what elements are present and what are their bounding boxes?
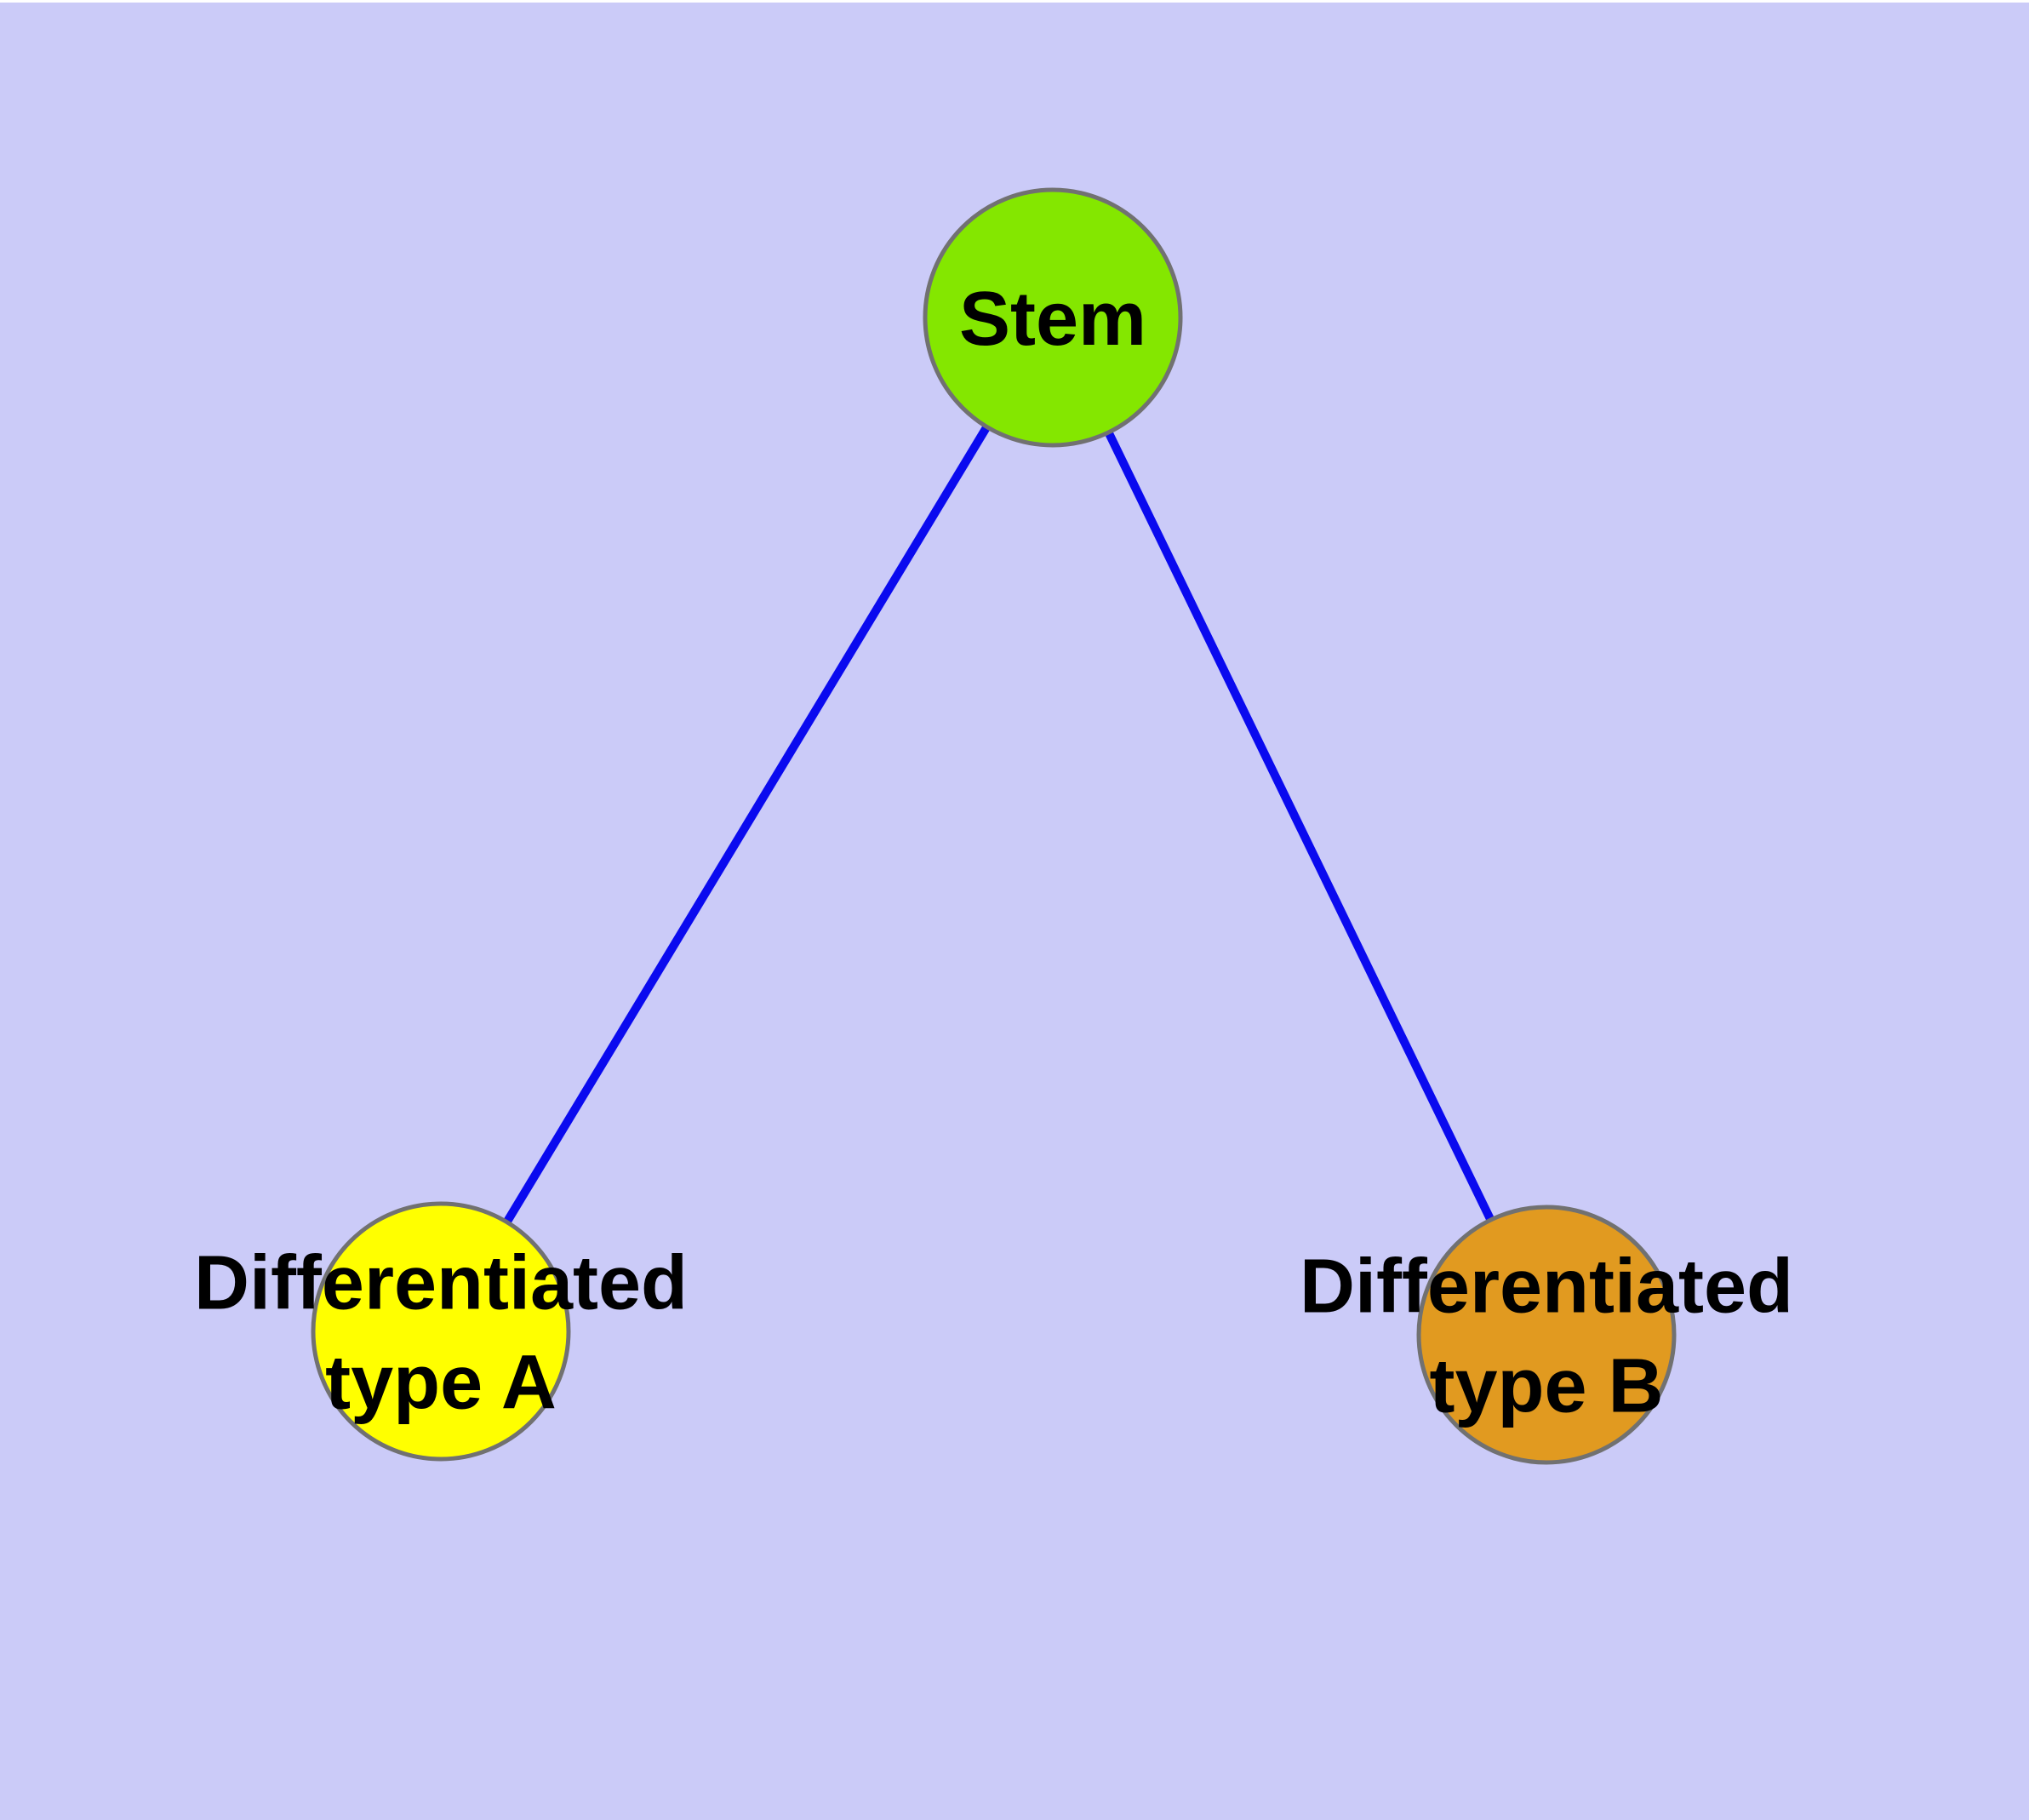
node-diff-a-label: Differentiated type A	[194, 1241, 688, 1426]
node-diff-b-label: Differentiated type B	[1300, 1245, 1793, 1429]
node-stem: Stem	[923, 187, 1183, 448]
top-white-strip	[0, 0, 2029, 3]
node-diff-a-label-line-1: Differentiated	[194, 1241, 688, 1326]
node-stem-label-line-1: Stem	[959, 277, 1146, 362]
edge-stem-to-diff-b	[1049, 315, 1551, 1337]
node-diff-a-circle	[311, 1201, 571, 1462]
node-diff-b: Differentiated type B	[1300, 1205, 1793, 1465]
node-diff-b-label-line-1: Differentiated	[1300, 1245, 1793, 1330]
node-diff-b-circle	[1416, 1205, 1677, 1465]
node-diff-b-label-line-2: type B	[1429, 1344, 1663, 1429]
node-stem-circle	[923, 187, 1183, 448]
node-diff-a-label-line-2: type A	[325, 1341, 557, 1426]
edge-stem-to-diff-a	[437, 315, 1057, 1334]
edges-layer	[437, 315, 1551, 1337]
node-diff-a: Differentiated type A	[194, 1201, 688, 1462]
node-stem-label: Stem	[959, 277, 1146, 362]
